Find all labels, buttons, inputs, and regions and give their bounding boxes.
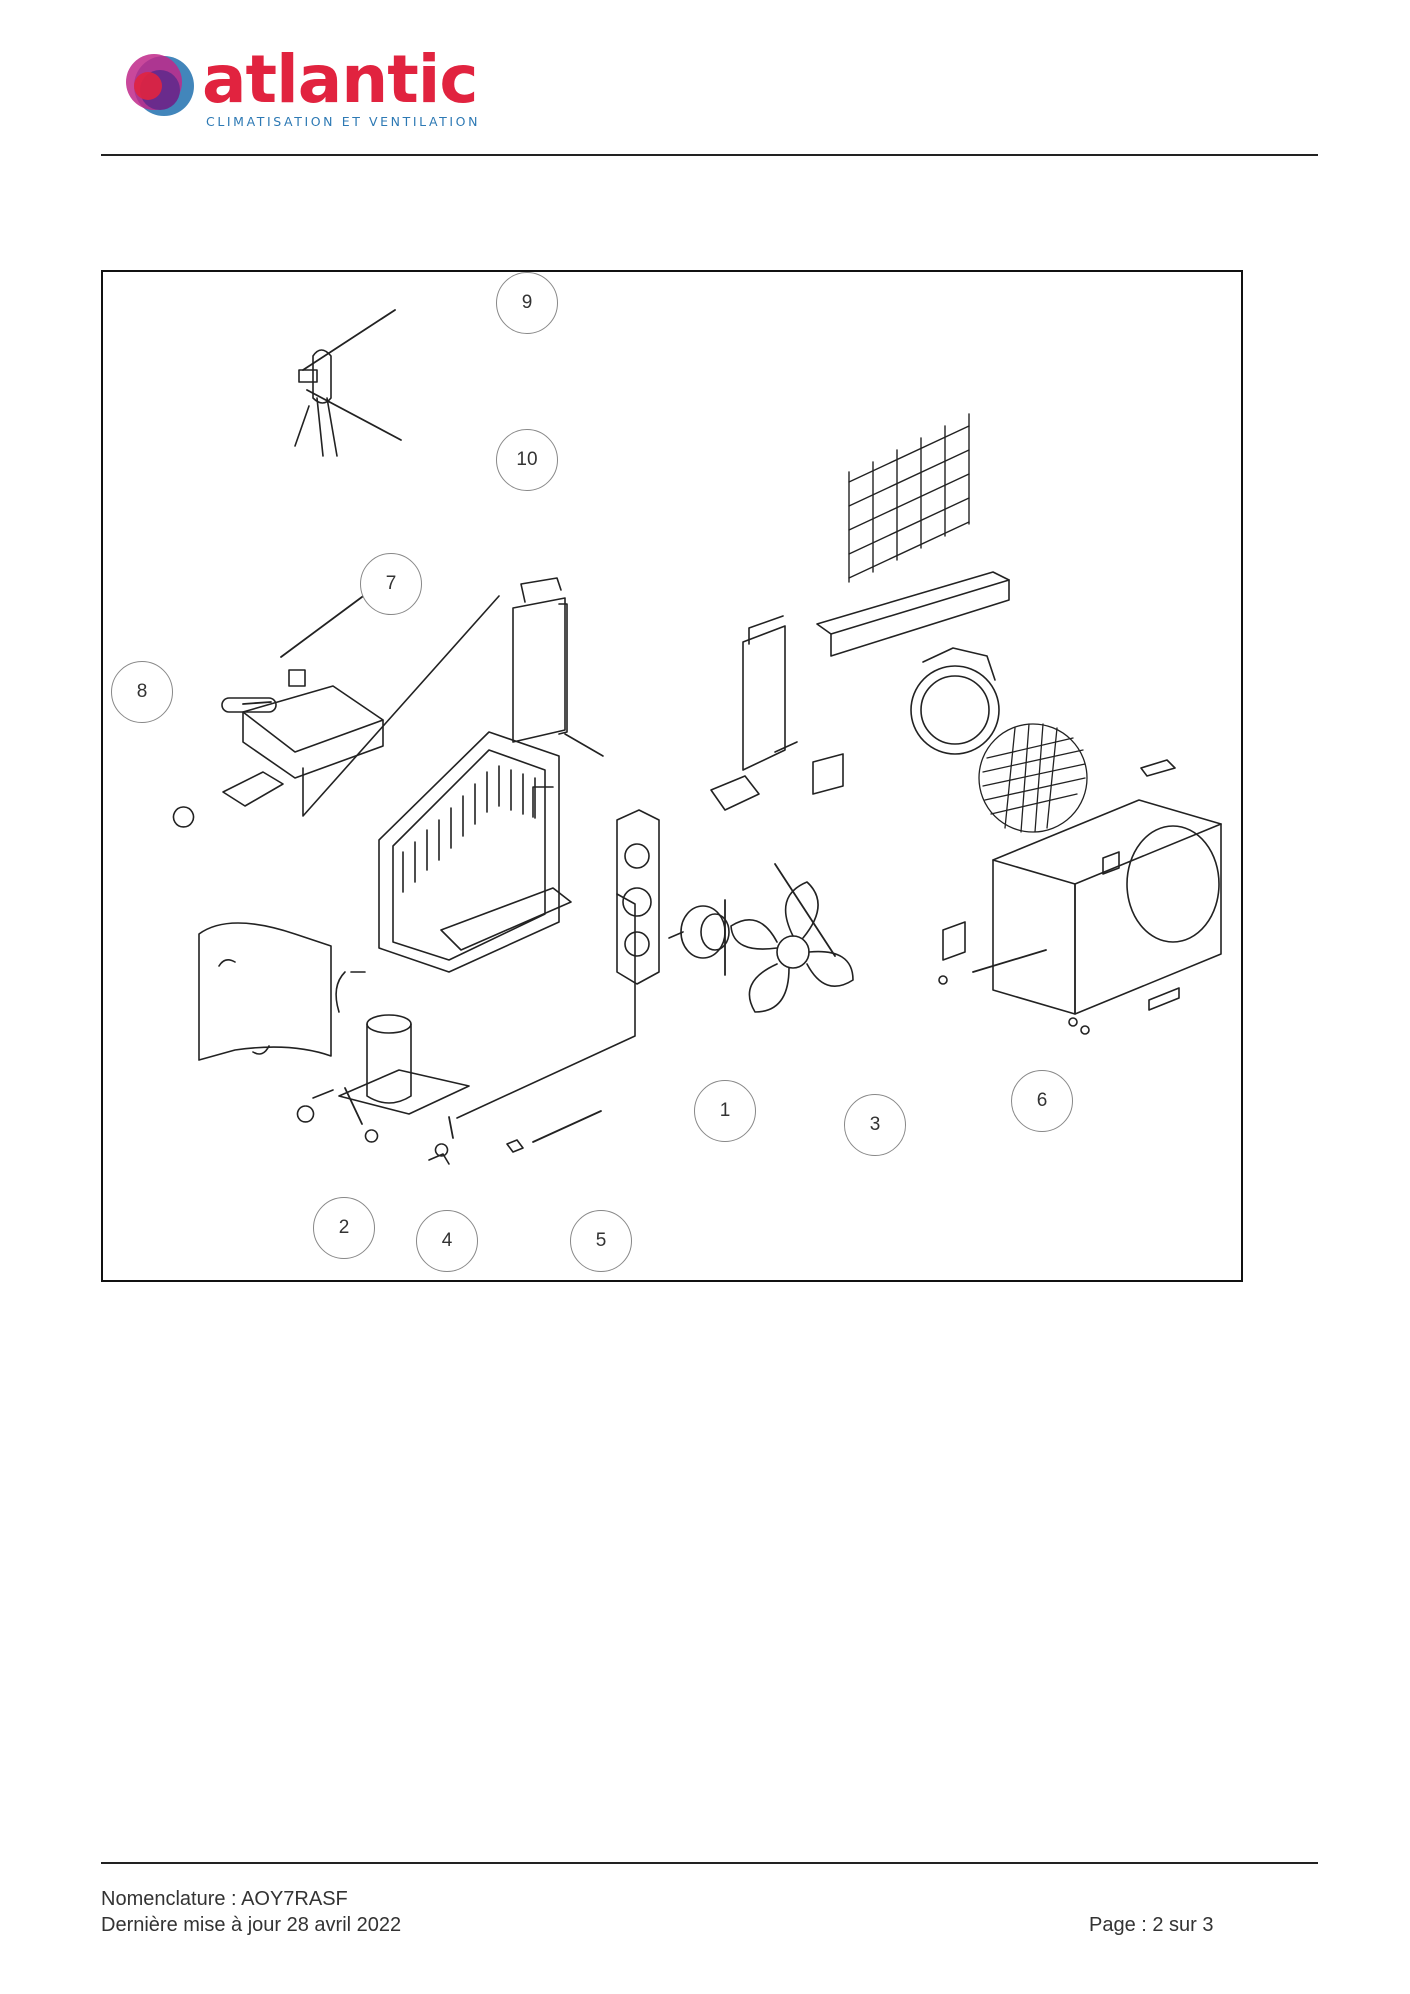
callout-3: 3: [844, 1094, 906, 1156]
footer-nomenclature: Nomenclature : AOY7RASF: [101, 1888, 348, 1910]
brand-tagline: CLIMATISATION ET VENTILATION: [206, 114, 481, 129]
callout-2: 2: [313, 1197, 375, 1259]
exploded-diagram: 1 2 3 4 5 6 7 8 9 10: [101, 270, 1243, 1282]
electrical-box: [172, 595, 500, 828]
top-panel: [816, 571, 1010, 657]
condenser-coil: [378, 731, 572, 973]
callout-6: 6: [1011, 1070, 1073, 1132]
header-rule: [101, 154, 1318, 156]
callout-1: 1: [694, 1080, 756, 1142]
insulation-wrap: [198, 922, 332, 1061]
logo-mark: [126, 54, 194, 116]
partition-plate: [512, 577, 604, 757]
leader-lines: [242, 309, 1047, 1143]
footer-page-number: Page : 2 sur 3: [1089, 1914, 1214, 1936]
fan-orifice: [910, 647, 1000, 755]
propeller-fan: [730, 881, 854, 1013]
callout-10: 10: [496, 429, 558, 491]
brand-logo: atlantic CLIMATISATION ET VENTILATION: [120, 41, 481, 132]
base-plate: [428, 893, 636, 1165]
front-panel: [938, 759, 1222, 1035]
compressor: [296, 971, 470, 1157]
callout-9: 9: [496, 272, 558, 334]
service-valves: [294, 349, 338, 457]
rear-guard: [848, 413, 970, 583]
fan-motor: [668, 905, 730, 959]
footer-rule: [101, 1862, 1318, 1864]
callout-5: 5: [570, 1210, 632, 1272]
callout-4: 4: [416, 1210, 478, 1272]
side-plate: [710, 615, 844, 811]
diagram-drawing: [172, 309, 1222, 1165]
callout-8: 8: [111, 661, 173, 723]
footer-updated: Dernière mise à jour 28 avril 2022: [101, 1914, 402, 1936]
drain-cap: [506, 1139, 524, 1153]
callout-7: 7: [360, 553, 422, 615]
front-grille: [978, 723, 1088, 833]
brand-name: atlantic: [202, 41, 479, 118]
motor-bracket: [616, 809, 660, 985]
